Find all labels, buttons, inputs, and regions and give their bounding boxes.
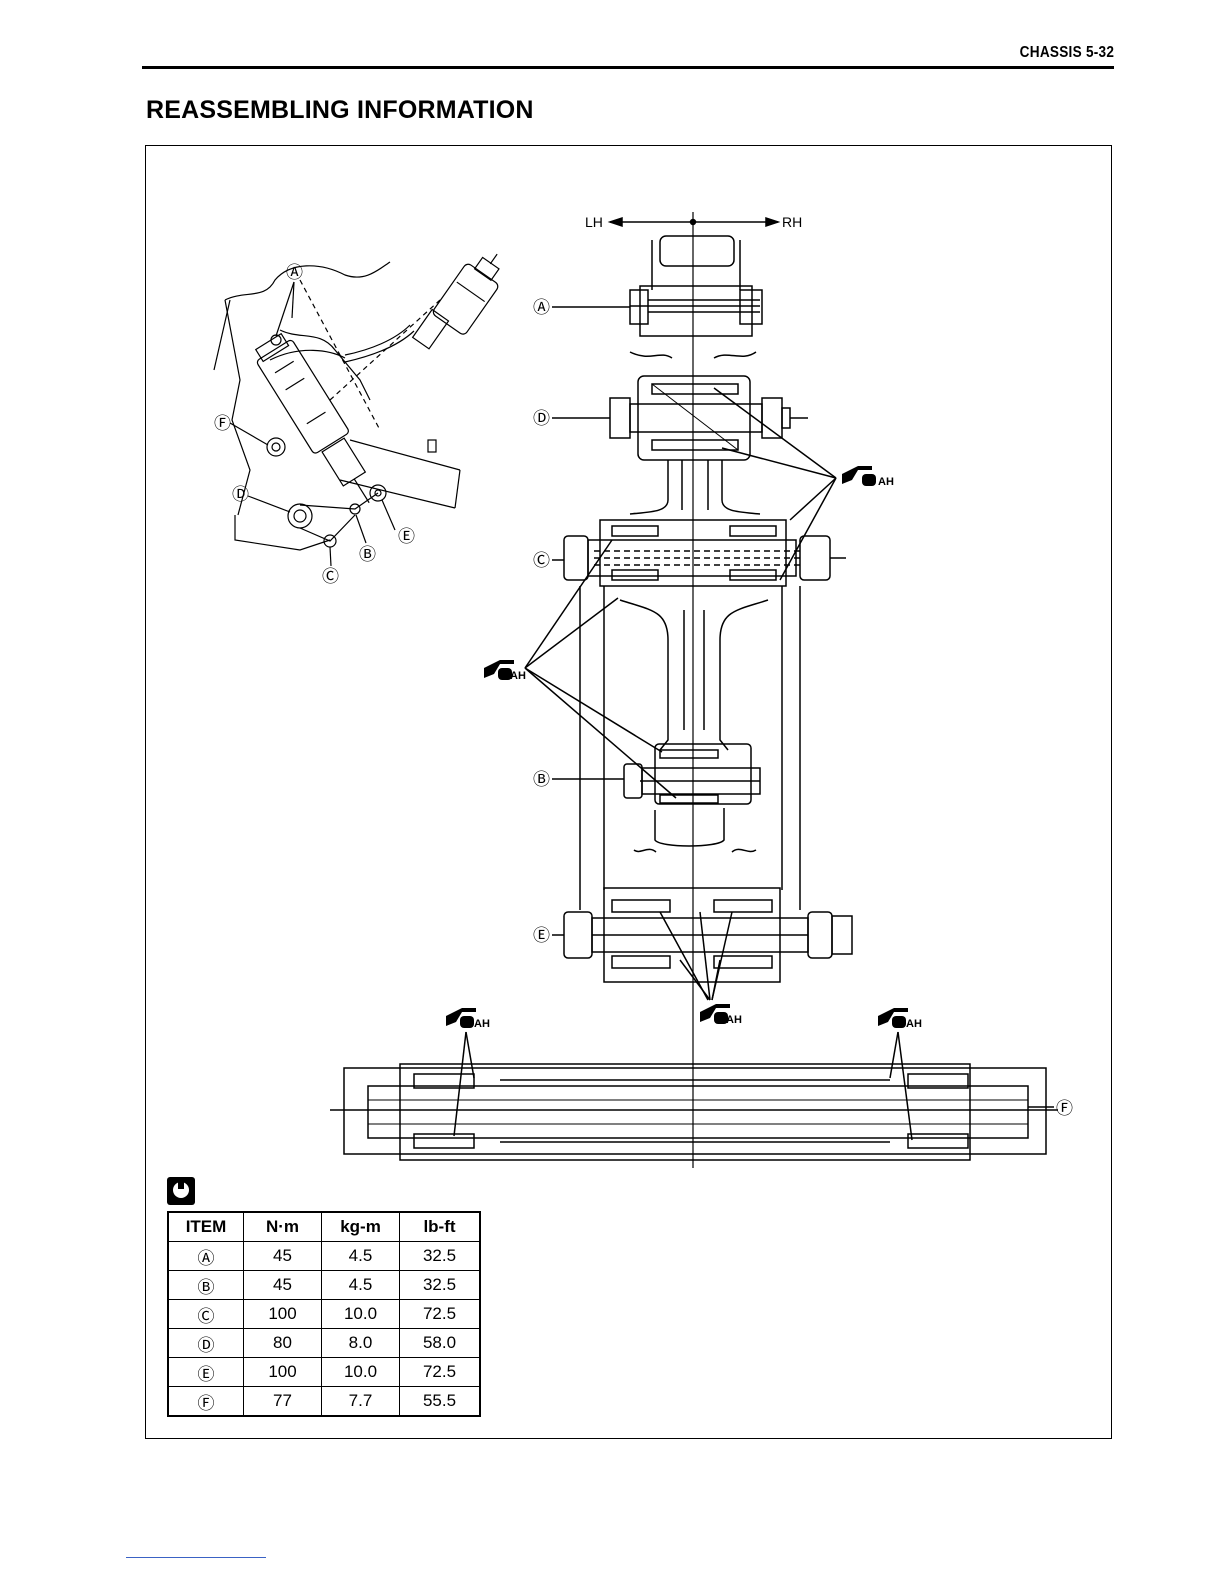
cell-item: Ⓓ <box>168 1329 244 1358</box>
cell-item: Ⓒ <box>168 1300 244 1329</box>
cell-nm: 45 <box>244 1271 322 1300</box>
callout-c-small: Ⓒ <box>322 567 339 586</box>
cell-kgm: 10.0 <box>322 1358 400 1387</box>
cell-kgm: 10.0 <box>322 1300 400 1329</box>
table-row: Ⓒ 100 10.0 72.5 <box>168 1300 480 1329</box>
header-item: ITEM <box>168 1212 244 1242</box>
callout-b: Ⓑ <box>533 770 550 789</box>
svg-text:AH: AH <box>474 1018 490 1030</box>
grease-icon: AH <box>842 466 894 488</box>
cell-item: Ⓔ <box>168 1358 244 1387</box>
svg-text:AH: AH <box>510 670 526 682</box>
torque-wrench-icon <box>167 1177 195 1205</box>
cell-lbft: 55.5 <box>400 1387 481 1417</box>
header-nm: N·m <box>244 1212 322 1242</box>
callout-f-small: Ⓕ <box>214 414 231 433</box>
cell-lbft: 32.5 <box>400 1271 481 1300</box>
cell-item: Ⓑ <box>168 1271 244 1300</box>
svg-text:AH: AH <box>878 476 894 488</box>
table-row: Ⓕ 77 7.7 55.5 <box>168 1387 480 1417</box>
cell-nm: 80 <box>244 1329 322 1358</box>
table-row: Ⓓ 80 8.0 58.0 <box>168 1329 480 1358</box>
perspective-view <box>214 243 514 566</box>
cell-kgm: 7.7 <box>322 1387 400 1417</box>
grease-icon: AH <box>878 1008 922 1030</box>
cell-nm: 100 <box>244 1358 322 1387</box>
arrowhead-right <box>766 218 778 226</box>
grease-icon: AH <box>700 1004 742 1026</box>
torque-table: ITEM N·m kg-m lb-ft Ⓐ 45 4.5 32.5 Ⓑ 45 4… <box>167 1211 481 1417</box>
cell-item: Ⓐ <box>168 1242 244 1271</box>
cell-kgm: 8.0 <box>322 1329 400 1358</box>
callout-a: Ⓐ <box>533 298 550 317</box>
cell-lbft: 32.5 <box>400 1242 481 1271</box>
cell-nm: 45 <box>244 1242 322 1271</box>
callout-d-small: Ⓓ <box>232 485 249 504</box>
cell-nm: 100 <box>244 1300 322 1329</box>
cell-nm: 77 <box>244 1387 322 1417</box>
svg-text:AH: AH <box>906 1018 922 1030</box>
cell-item: Ⓕ <box>168 1387 244 1417</box>
footer-rule <box>126 1557 266 1558</box>
table-row: Ⓐ 45 4.5 32.5 <box>168 1242 480 1271</box>
cell-lbft: 72.5 <box>400 1300 481 1329</box>
table-row: Ⓔ 100 10.0 72.5 <box>168 1358 480 1387</box>
cell-lbft: 72.5 <box>400 1358 481 1387</box>
cell-lbft: 58.0 <box>400 1329 481 1358</box>
table-header-row: ITEM N·m kg-m lb-ft <box>168 1212 480 1242</box>
grease-icon: AH <box>446 1008 490 1030</box>
arrowhead-left <box>610 218 622 226</box>
callout-c: Ⓒ <box>533 551 550 570</box>
rh-label: RH <box>782 214 802 230</box>
callout-e: Ⓔ <box>533 926 550 945</box>
callout-e-small: Ⓔ <box>398 527 415 546</box>
grease-icon: AH <box>484 660 526 682</box>
cross-section <box>330 236 1058 1160</box>
header-kgm: kg-m <box>322 1212 400 1242</box>
header-lbft: lb-ft <box>400 1212 481 1242</box>
cell-kgm: 4.5 <box>322 1242 400 1271</box>
cell-kgm: 4.5 <box>322 1271 400 1300</box>
callout-d: Ⓓ <box>533 409 550 428</box>
table-row: Ⓑ 45 4.5 32.5 <box>168 1271 480 1300</box>
svg-text:AH: AH <box>726 1014 742 1026</box>
callout-b-small: Ⓑ <box>359 545 376 564</box>
callout-a-small: Ⓐ <box>286 263 303 282</box>
lh-label: LH <box>585 214 603 230</box>
callout-f: Ⓕ <box>1056 1099 1073 1118</box>
